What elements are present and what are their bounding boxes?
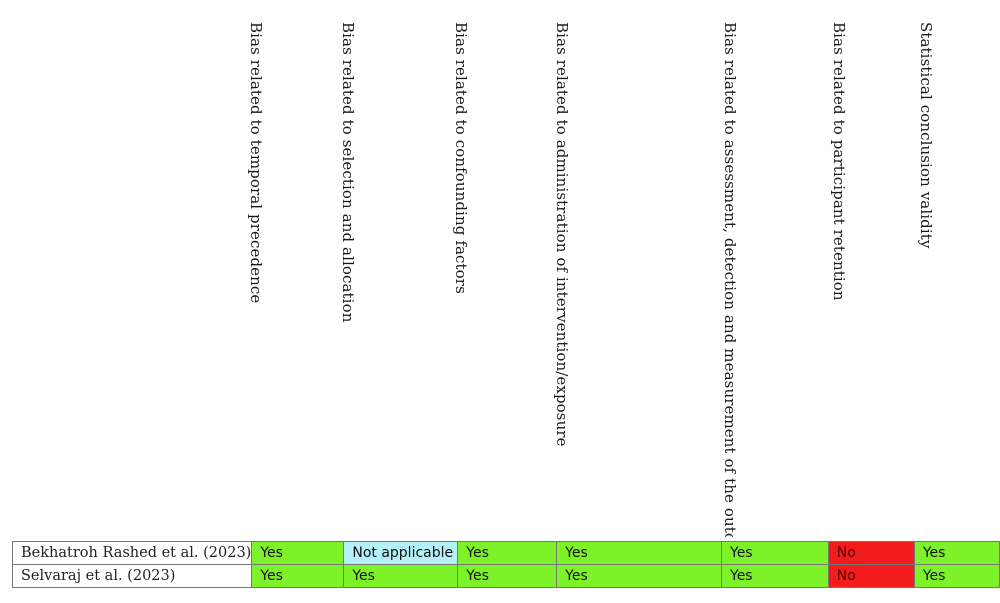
assessment-cell: Yes (251, 541, 345, 565)
assessment-cell: Yes (556, 564, 722, 588)
assessment-cell: No (827, 541, 915, 565)
column-header-temporal-precedence: Bias related to temporal precedence (246, 22, 266, 537)
table-row: Bekhatroh Rashed et al. (2023) Yes Not a… (11, 541, 1000, 565)
column-header-text: Statistical conclusion validity (917, 22, 935, 249)
column-header-administration-intervention: Bias related to administration of interv… (552, 22, 572, 537)
column-header-text: Bias related to assessment, detection an… (721, 22, 739, 537)
table-row: Selvaraj et al. (2023) Yes Yes Yes Yes Y… (11, 564, 1000, 588)
assessment-cell: Not applicable (343, 541, 459, 565)
assessment-cell: Yes (721, 564, 829, 588)
assessment-cell: Yes (457, 564, 558, 588)
column-header-text: Bias related to temporal precedence (247, 22, 265, 304)
assessment-cell: Yes (913, 541, 1000, 565)
column-header-confounding-factors: Bias related to confounding factors (451, 22, 471, 537)
assessment-cell: Yes (913, 564, 1000, 588)
column-header-text: Bias related to administration of interv… (553, 22, 571, 447)
assessment-cell: Yes (251, 564, 345, 588)
column-header-text: Bias related to selection and allocation (339, 22, 357, 323)
assessment-cell: No (827, 564, 915, 588)
column-header-assessment-detection: Bias related to assessment, detection an… (720, 22, 740, 537)
column-header-text: Bias related to participant retention (830, 22, 848, 301)
column-header-participant-retention: Bias related to participant retention (829, 22, 849, 537)
assessment-cell: Yes (556, 541, 722, 565)
study-name-cell: Bekhatroh Rashed et al. (2023) (11, 541, 253, 565)
risk-of-bias-table: Bekhatroh Rashed et al. (2023) Yes Not a… (11, 541, 1000, 588)
column-header-text: Bias related to confounding factors (452, 22, 470, 294)
column-header-statistical-conclusion: Statistical conclusion validity (916, 22, 936, 537)
assessment-cell: Yes (343, 564, 459, 588)
column-header-selection-allocation: Bias related to selection and allocation (338, 22, 358, 537)
study-name-cell: Selvaraj et al. (2023) (11, 564, 253, 588)
assessment-cell: Yes (457, 541, 558, 565)
assessment-cell: Yes (721, 541, 829, 565)
